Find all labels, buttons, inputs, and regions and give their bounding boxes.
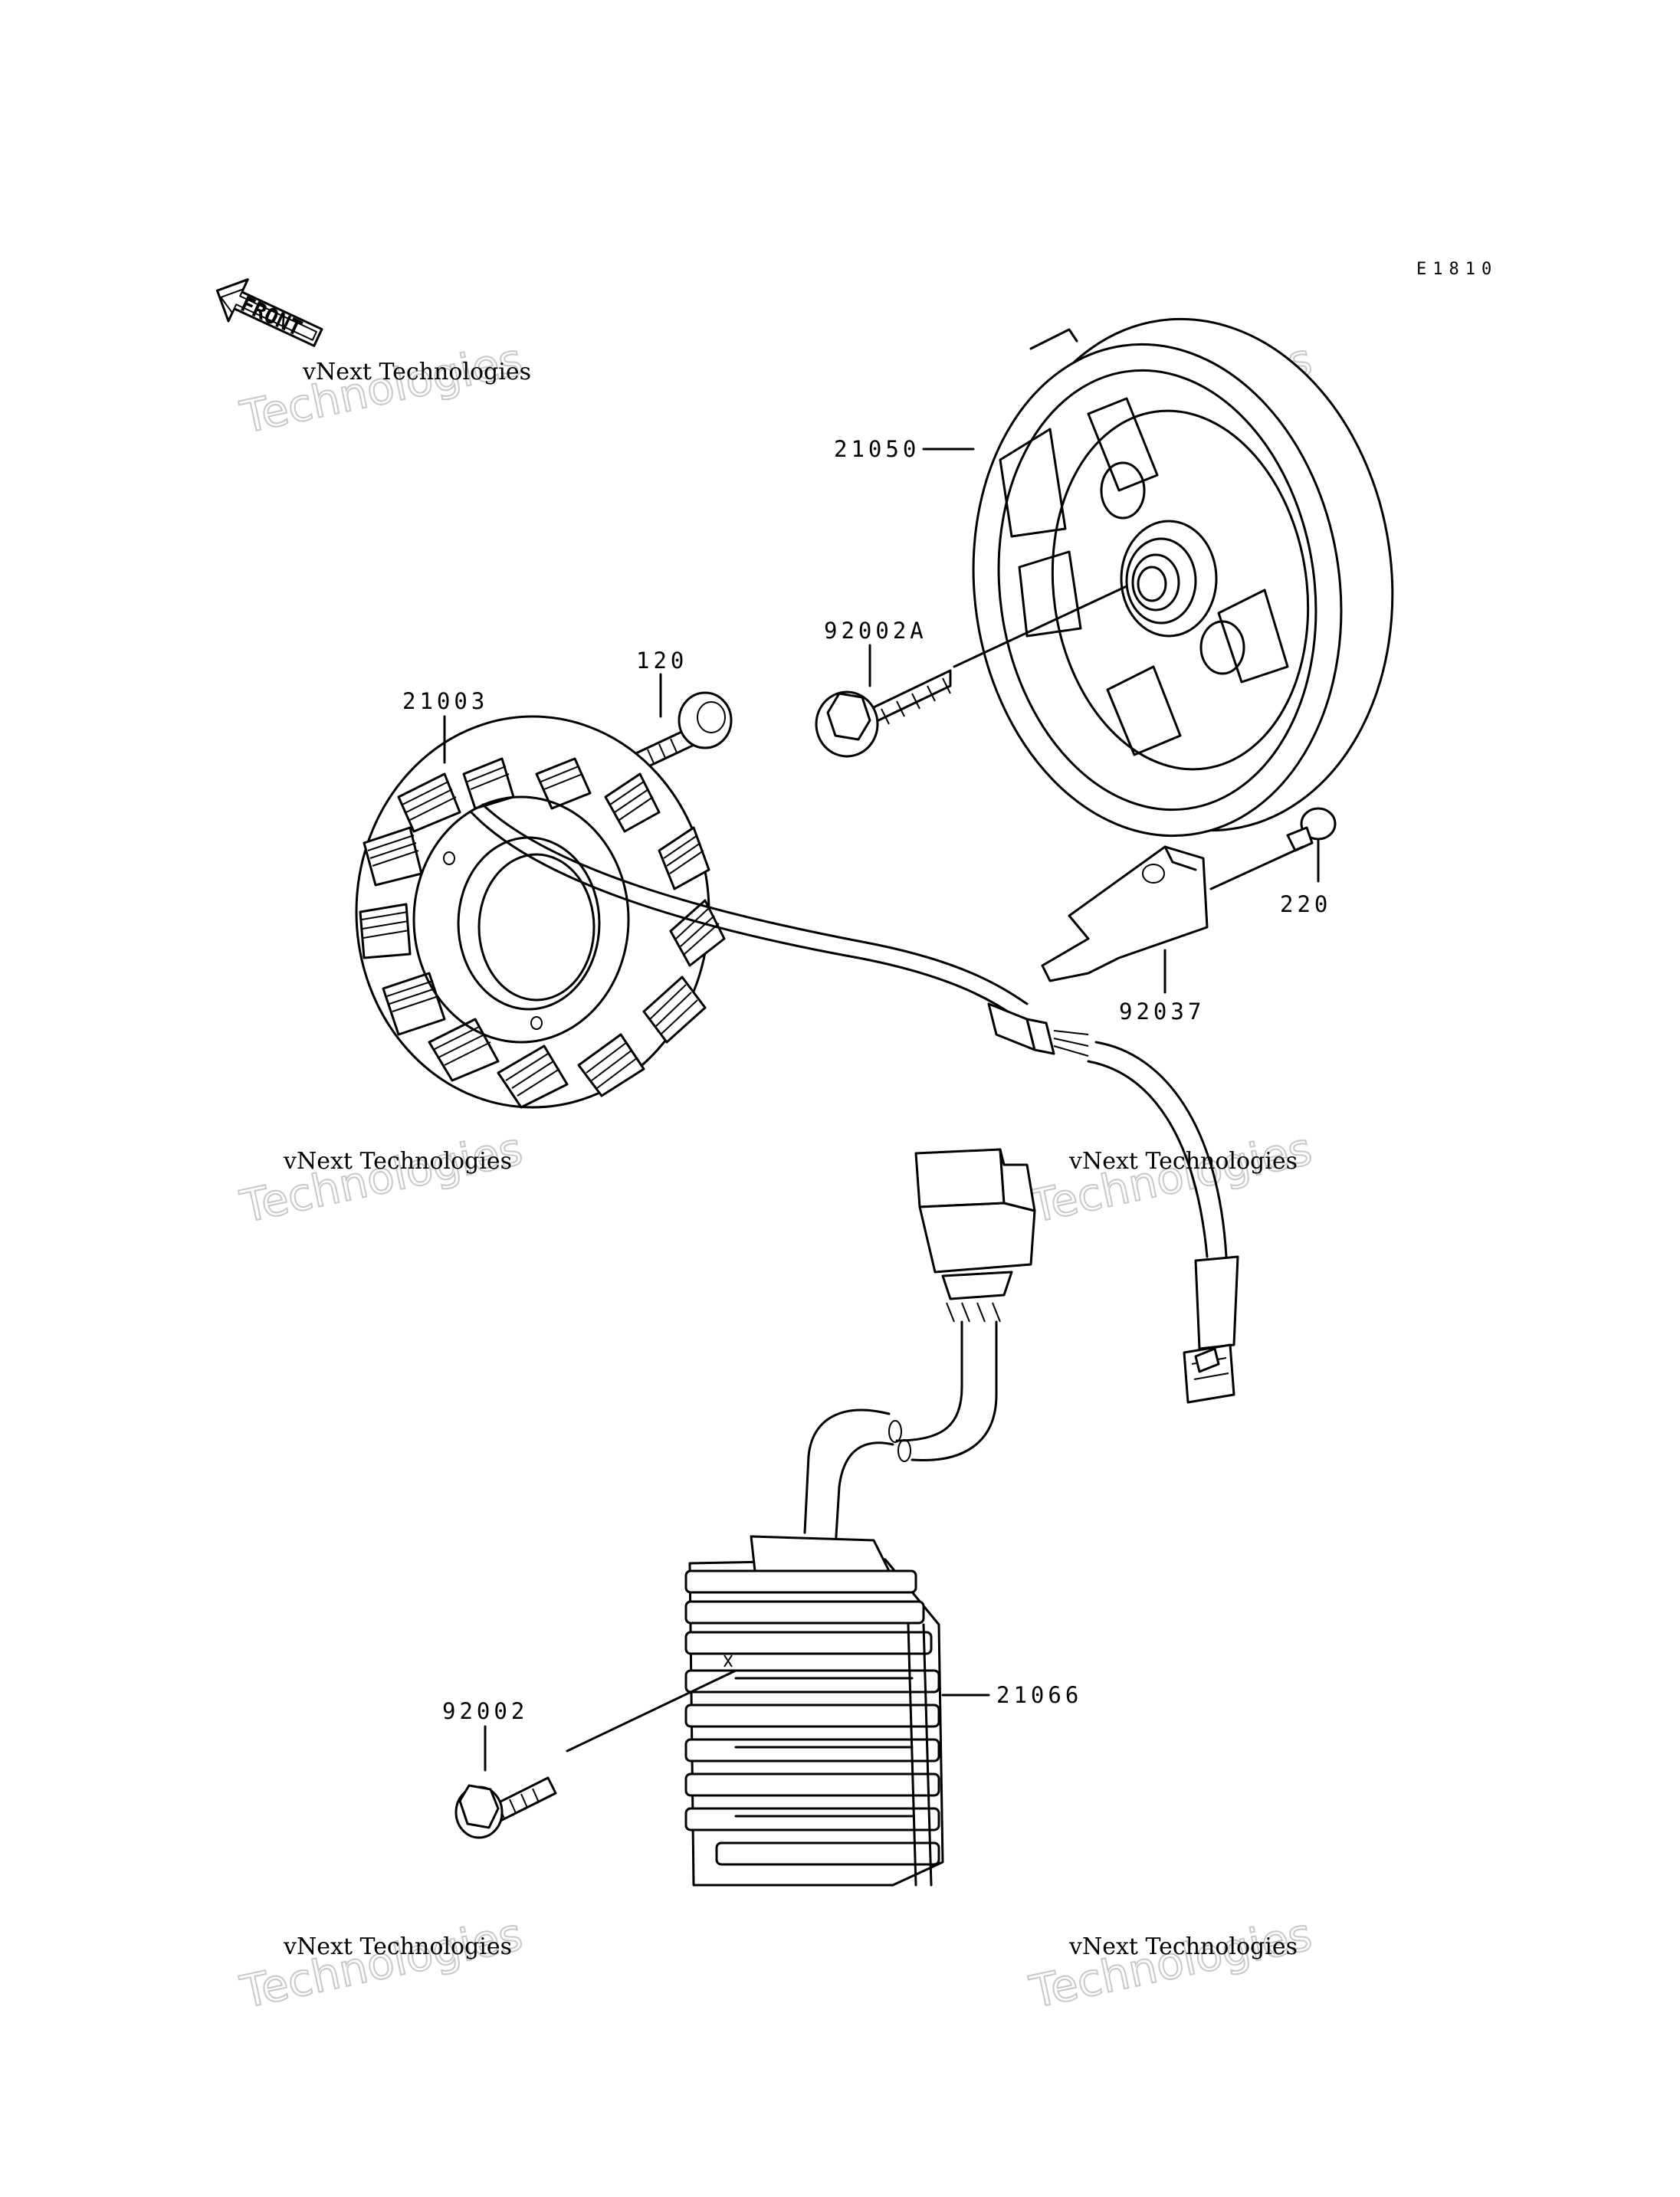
watermark-mid-left: Technologies vNext Technologies (235, 1122, 528, 1234)
svg-text:Technologies: Technologies (1025, 1908, 1317, 2018)
svg-text:Technologies: Technologies (236, 1908, 527, 2018)
watermark-mid-right: Technologies vNext Technologies (1025, 1122, 1317, 1234)
label-220: 220 (1280, 891, 1331, 917)
regulator-harness (800, 1148, 1036, 1595)
regulator-bolt-92002: 92002 (442, 1669, 737, 1839)
watermark-bottom-right: Technologies vNext Technologies (1025, 1907, 1317, 2019)
regulator-rectifier-21066: 21066 (684, 1535, 1082, 1887)
flywheel-bolt-92002a: 92002A (815, 585, 1128, 758)
diagram-code: E1810 (1416, 260, 1498, 279)
svg-text:Technologies: Technologies (1025, 1123, 1317, 1233)
front-arrow-icon: FRONT (215, 278, 323, 347)
label-92037: 92037 (1119, 998, 1205, 1025)
svg-text:Technologies: Technologies (236, 1123, 527, 1233)
flywheel-21050: 21050 (834, 317, 1394, 838)
watermark-text: vNext Technologies (283, 1933, 512, 1960)
clamp-92037: 92037 (1041, 845, 1209, 1025)
label-21003: 21003 (402, 688, 488, 714)
front-label: FRONT (237, 291, 306, 342)
watermark-text: vNext Technologies (283, 1148, 512, 1175)
stator-wire-harness (470, 803, 1239, 1404)
label-21066: 21066 (996, 1682, 1082, 1708)
screw-220: 220 (1209, 807, 1337, 917)
label-92002: 92002 (442, 1698, 528, 1724)
stator-21003: 21003 (355, 688, 726, 1109)
svg-text:Technologies: Technologies (236, 333, 527, 444)
watermark-text: vNext Technologies (302, 359, 531, 385)
watermark-text: vNext Technologies (1068, 1933, 1298, 1960)
label-92002a: 92002A (824, 618, 927, 644)
label-120: 120 (636, 648, 687, 674)
bolt-120: 120 (623, 648, 733, 776)
watermark-bottom-left: Technologies vNext Technologies (235, 1907, 528, 2019)
label-21050: 21050 (834, 436, 920, 462)
watermark-top-left: Technologies vNext Technologies (235, 333, 531, 444)
